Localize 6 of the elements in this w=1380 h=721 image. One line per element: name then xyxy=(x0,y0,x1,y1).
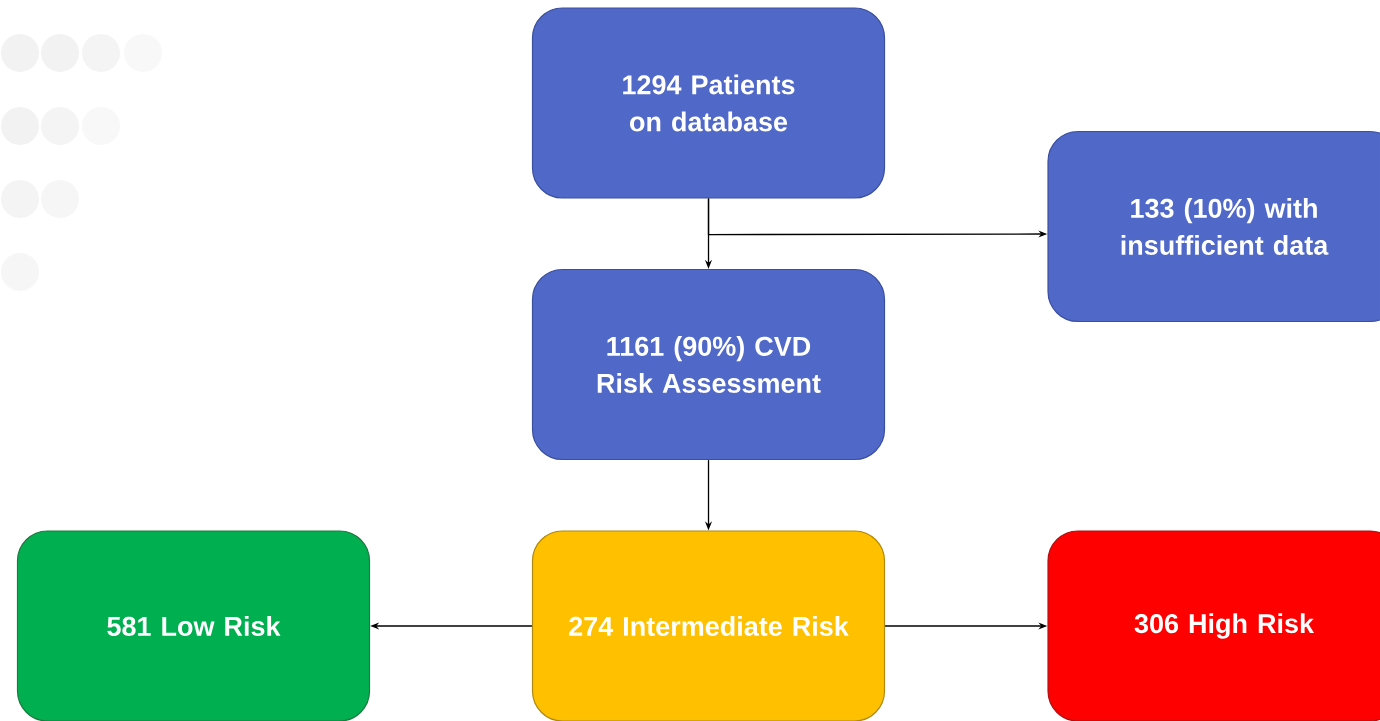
process-box: 1161 (90%) CVD Risk Assessment xyxy=(531,268,886,461)
process-box: 133 (10%) with insufficient data xyxy=(1047,130,1380,323)
process-box: 1294 Patients on database xyxy=(531,7,886,199)
process-box: 274 Intermediate Risk xyxy=(531,530,886,721)
process-box: 581 Low Risk xyxy=(16,530,371,721)
process-box: 306 High Risk xyxy=(1047,530,1380,721)
